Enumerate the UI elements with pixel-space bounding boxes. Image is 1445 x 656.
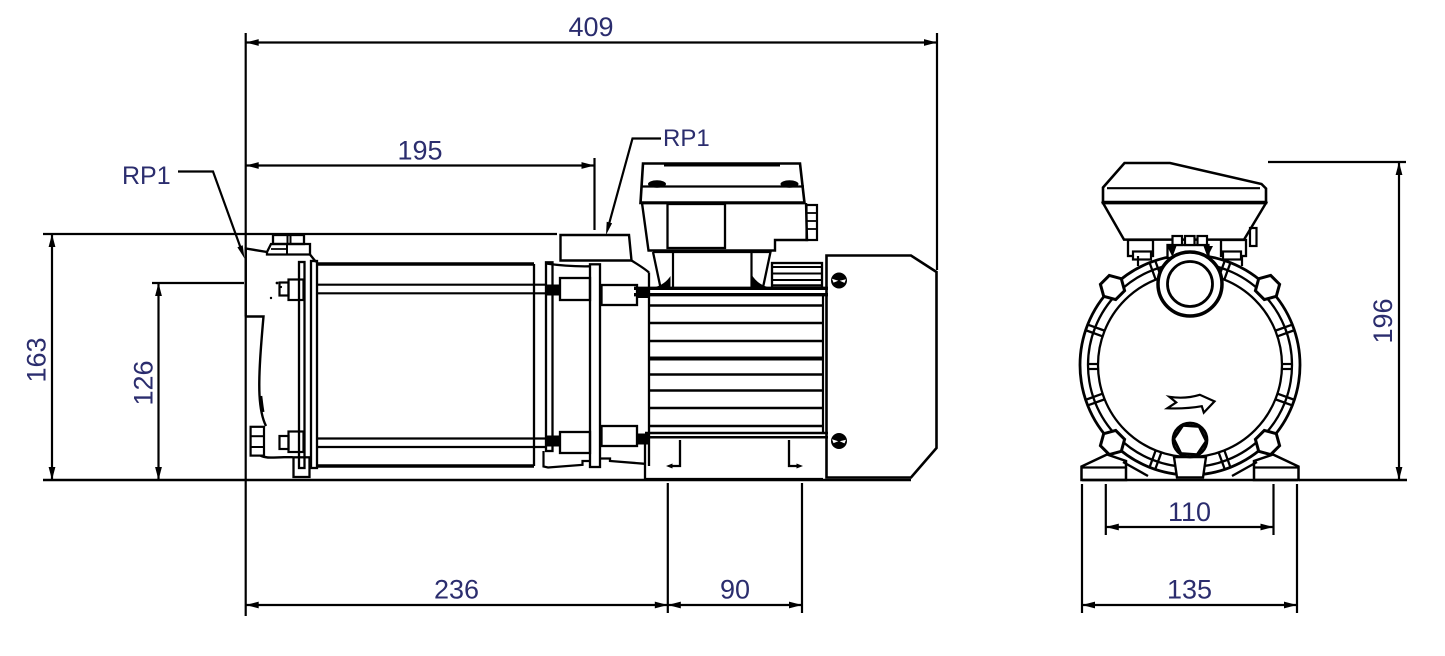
- svg-text:195: 195: [397, 136, 442, 166]
- svg-text:163: 163: [22, 337, 52, 382]
- svg-text:90: 90: [720, 575, 750, 605]
- svg-text:RP1: RP1: [122, 162, 171, 190]
- svg-text:196: 196: [1368, 298, 1398, 343]
- svg-text:236: 236: [434, 575, 479, 605]
- svg-text:RP1: RP1: [663, 125, 710, 152]
- svg-text:135: 135: [1167, 575, 1212, 605]
- svg-text:126: 126: [128, 360, 158, 405]
- svg-text:409: 409: [568, 12, 613, 42]
- svg-text:110: 110: [1168, 497, 1211, 527]
